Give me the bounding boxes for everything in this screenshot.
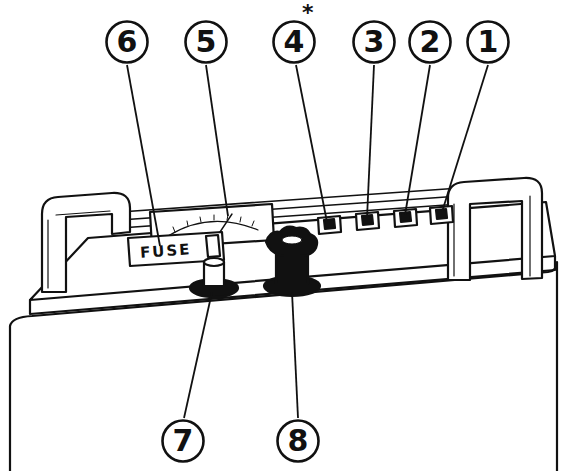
fuse-label: FUSE — [140, 242, 192, 261]
fuse-cap — [206, 235, 220, 257]
callout-number: 2 — [408, 20, 452, 64]
knob-top — [204, 258, 224, 266]
callout-number: 7 — [161, 419, 205, 463]
handle-shade — [48, 211, 110, 288]
leader-line — [127, 65, 160, 246]
callout-circle: 2 — [408, 20, 452, 64]
asterisk-note: * — [302, 2, 314, 24]
callout-number: 8 — [276, 419, 320, 463]
meter-ticks — [173, 215, 254, 232]
right-handle — [448, 178, 542, 280]
callout-circle: 4 — [272, 20, 316, 64]
callout-number: 4 — [272, 20, 316, 64]
callout-circle: 6 — [105, 20, 149, 64]
leader-line — [184, 292, 212, 418]
callout-circle: 7 — [161, 419, 205, 463]
leader-line — [296, 65, 327, 222]
leader-line — [405, 65, 430, 215]
switch-lever — [324, 219, 335, 229]
knob-star — [266, 227, 317, 256]
callout-circle: 5 — [184, 20, 228, 64]
callout-number: 1 — [466, 20, 510, 64]
switch — [430, 206, 453, 224]
handle-shade — [454, 196, 530, 276]
callout-number: 6 — [105, 20, 149, 64]
leader-lines — [127, 65, 488, 418]
leader-line — [442, 65, 488, 212]
left-handle — [42, 193, 130, 292]
callout-number: 3 — [352, 20, 396, 64]
switch — [318, 216, 341, 234]
callout-circle: 3 — [352, 20, 396, 64]
callout-number: 5 — [184, 20, 228, 64]
leader-line — [206, 65, 228, 216]
callout-circle: 8 — [276, 419, 320, 463]
callout-circle: 1 — [466, 20, 510, 64]
knob-highlight — [282, 236, 302, 244]
leader-line — [367, 65, 374, 218]
switch-lever — [436, 209, 447, 219]
leader-line — [292, 292, 298, 418]
top-panel — [30, 202, 555, 300]
fuse-holder — [128, 232, 224, 266]
